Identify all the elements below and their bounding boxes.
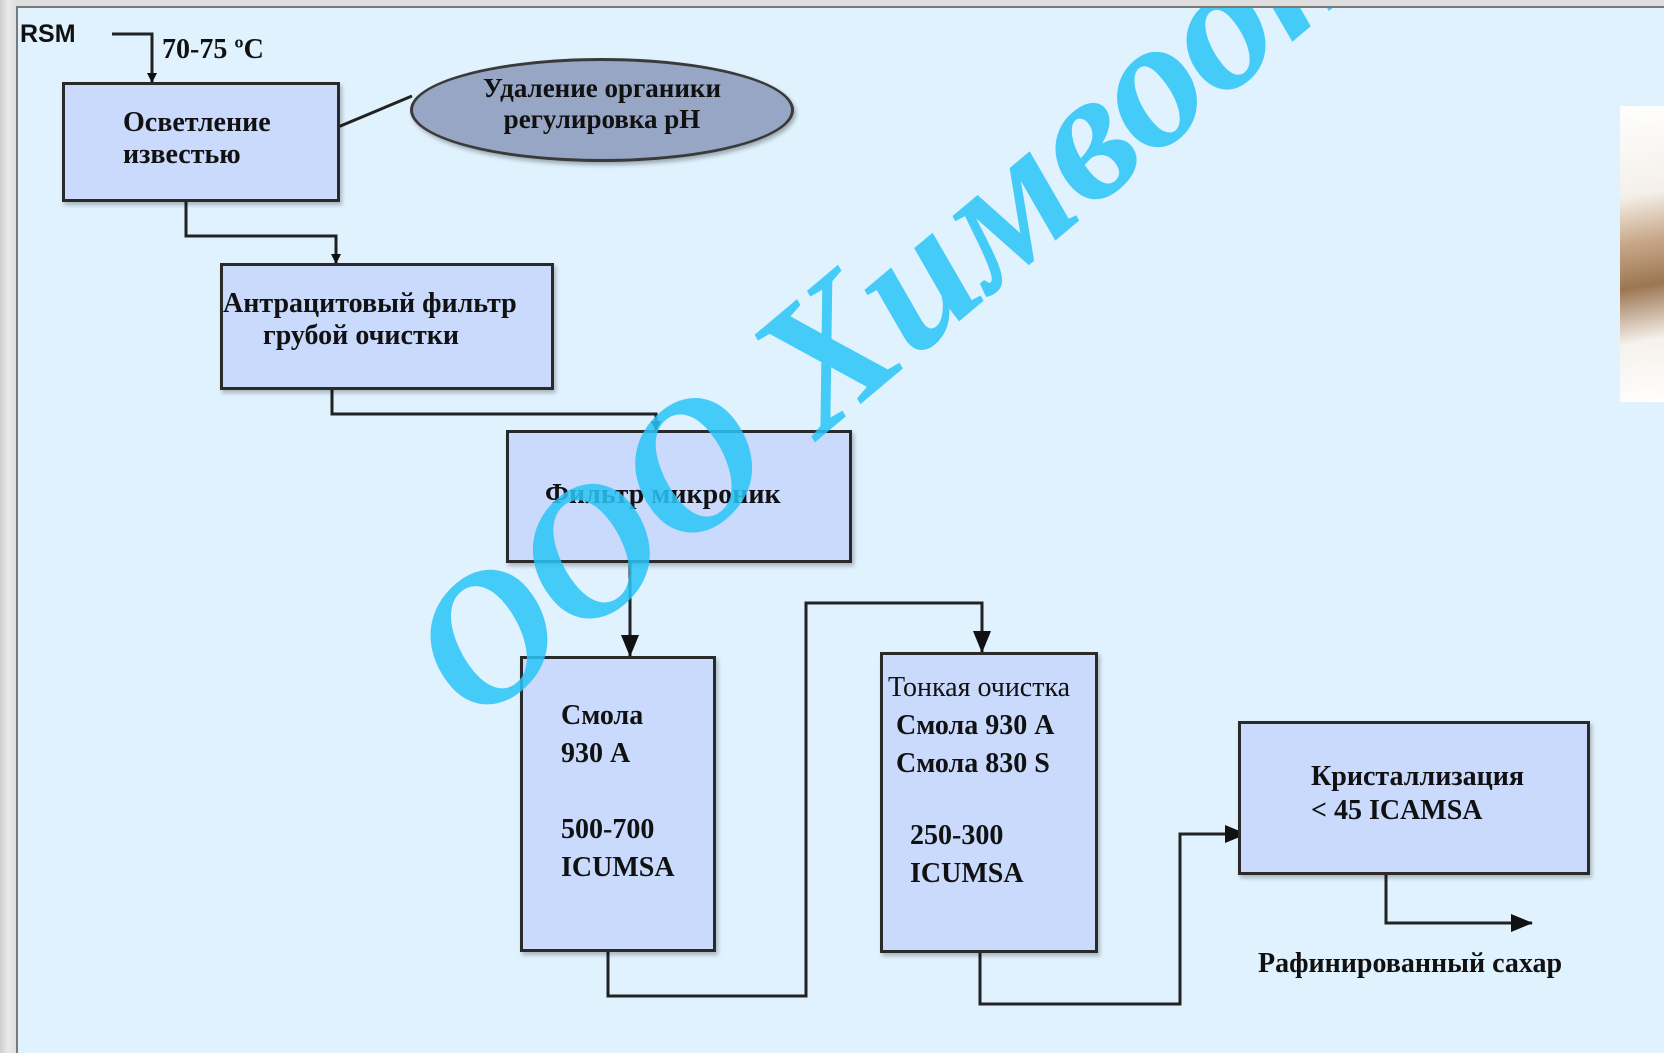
diagram-canvas: RSM 70-75 ºC Осветление известью Удалени… (16, 6, 1664, 1053)
fine-stage-box: Тонкая очистка Смола 930 А Смола 830 S 2… (880, 652, 1098, 953)
anthracite-line1: Антрацитовый фильтр (223, 288, 551, 320)
arrow-output (1386, 873, 1532, 923)
clarification-note-ellipse: Удаление органики регулировка pH (410, 58, 794, 162)
resin-line2: 930 А (561, 735, 713, 773)
fine-line3: 250-300 (888, 817, 1095, 855)
note-line2: регулировка pH (413, 104, 791, 135)
resin-stage-box: Смола 930 А 500-700 ICUMSA (520, 656, 716, 952)
arrow-to-micronic (332, 388, 656, 430)
clarification-line1: Осветление (123, 107, 337, 139)
resin-line1: Смола (561, 697, 713, 735)
clarification-box: Осветление известью (62, 82, 340, 202)
fine-line2: Смола 830 S (888, 745, 1095, 783)
fine-line4: ICUMSA (888, 855, 1095, 893)
fine-line1: Смола 930 А (888, 707, 1095, 745)
note-line1: Удаление органики (413, 73, 791, 104)
temperature-label: 70-75 ºC (162, 34, 264, 66)
resin-line3: 500-700 (561, 811, 713, 849)
anthracite-filter-box: Антрацитовый фильтр грубой очистки (220, 263, 554, 390)
output-label: Рафинированный сахар (1258, 948, 1562, 980)
resin-line4: ICUMSA (561, 849, 713, 887)
arrow-to-anthracite (186, 200, 336, 263)
crystallization-line2: < 45 ICAMSA (1311, 794, 1587, 828)
sugar-photo (1620, 106, 1664, 402)
source-label: RSM (20, 20, 76, 49)
connector-note (338, 96, 412, 127)
fine-title: Тонкая очистка (888, 669, 1095, 707)
micronic-label: Фильтр микроник (545, 479, 849, 511)
crystallization-line1: Кристаллизация (1311, 760, 1587, 794)
crystallization-box: Кристаллизация < 45 ICAMSA (1238, 721, 1590, 875)
micronic-filter-box: Фильтр микроник (506, 430, 852, 563)
clarification-line2: известью (123, 139, 337, 171)
arrow-rsm-input (112, 34, 152, 82)
anthracite-line2: грубой очистки (223, 320, 551, 352)
